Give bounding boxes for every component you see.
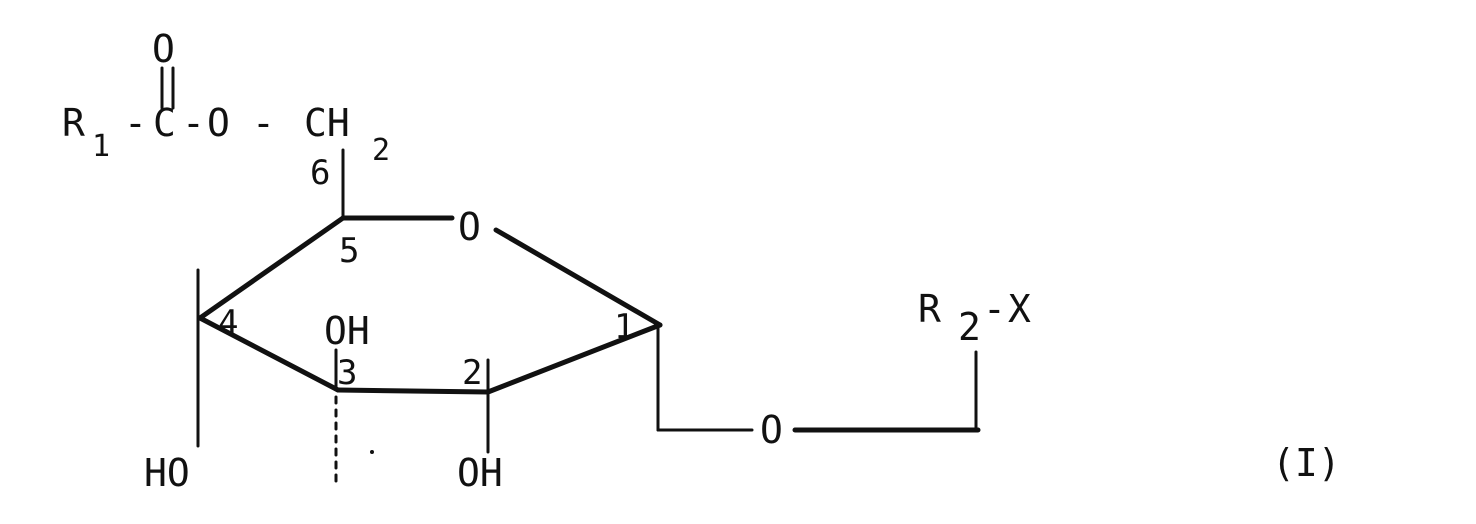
- carbon-label: C: [153, 101, 176, 145]
- r1-label: R: [62, 101, 85, 145]
- carbonyl-oxygen-label: O: [152, 27, 175, 71]
- formula-label: (I): [1272, 441, 1341, 485]
- dash-c-label: -: [252, 101, 275, 145]
- r2-subscript: 2: [958, 305, 981, 349]
- oh-c3-label: OH: [324, 309, 370, 353]
- position-3-label: 3: [337, 353, 357, 393]
- r2-label: R: [918, 287, 941, 331]
- ch-subscript: 2: [372, 133, 390, 168]
- position-1-label: 1: [614, 307, 634, 347]
- position-6-label: 6: [310, 153, 330, 193]
- scan-dot: [370, 450, 374, 454]
- position-5-label: 5: [339, 231, 359, 271]
- oh-c2-label: OH: [457, 451, 503, 495]
- ho-c4-label: HO: [144, 451, 190, 495]
- position-4-label: 4: [218, 303, 238, 343]
- r1-subscript: 1: [92, 129, 110, 164]
- dash-b-label: -: [182, 101, 205, 145]
- ester-oxygen-label: O: [207, 101, 230, 145]
- position-2-label: 2: [462, 353, 482, 393]
- r2-dash-label: -: [983, 287, 1006, 331]
- dash-a-label: -: [124, 101, 147, 145]
- glycosidic-oxygen-label: O: [760, 408, 783, 452]
- x-label: X: [1008, 287, 1031, 331]
- ring-oxygen-c1-bond: [496, 230, 660, 325]
- ring-oxygen-label: O: [458, 205, 481, 249]
- ch-label: CH: [304, 101, 350, 145]
